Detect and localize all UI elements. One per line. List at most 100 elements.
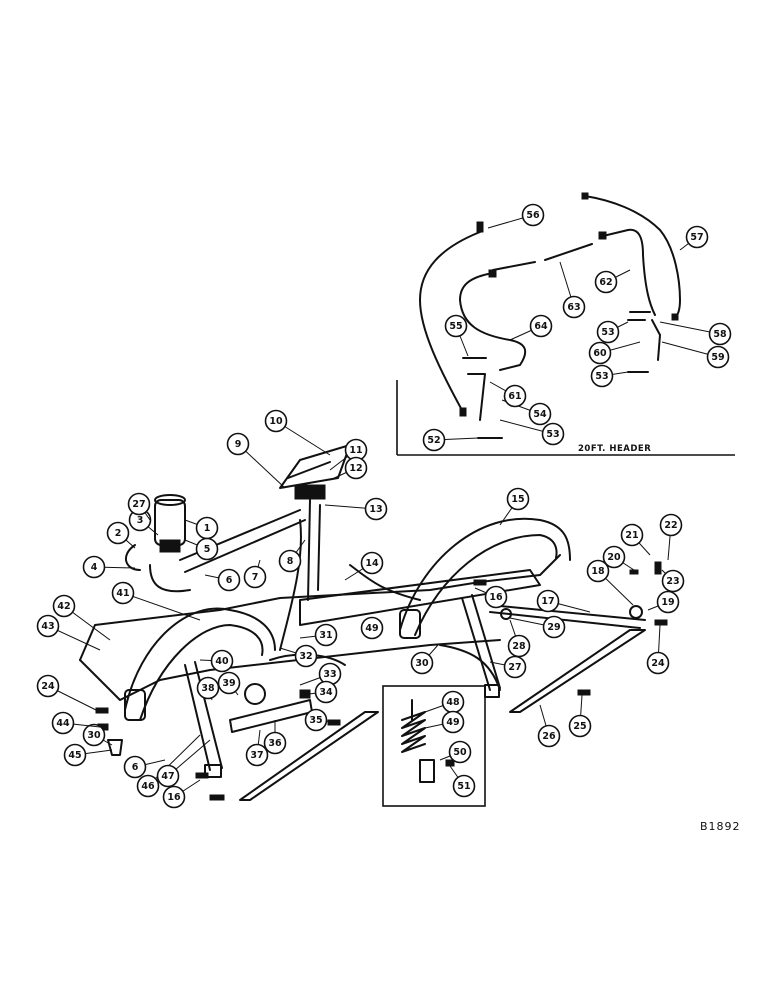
callout-number: 53 bbox=[601, 327, 614, 338]
callout-number: 56 bbox=[526, 210, 540, 221]
callout-8: 8 bbox=[278, 539, 306, 573]
lift-cylinders bbox=[184, 594, 501, 778]
callout-number: 23 bbox=[666, 576, 679, 587]
callout-circle bbox=[541, 422, 565, 446]
inset-frame-20ft-header bbox=[396, 380, 735, 456]
callout-number: 2 bbox=[115, 528, 122, 539]
callout-circle bbox=[127, 492, 151, 516]
callout-28: 28 bbox=[507, 619, 531, 658]
callout-circle bbox=[314, 623, 338, 647]
callout-44: 44 bbox=[51, 711, 101, 735]
callout-number: 41 bbox=[116, 588, 129, 599]
callout-number: 14 bbox=[365, 558, 379, 569]
callout-number: 19 bbox=[661, 597, 674, 608]
callout-13: 13 bbox=[324, 497, 388, 521]
callout-number: 51 bbox=[457, 781, 470, 792]
callout-circle bbox=[217, 671, 241, 695]
callout-number: 6 bbox=[132, 762, 139, 773]
callout-number: 42 bbox=[57, 601, 70, 612]
callout-circle bbox=[304, 708, 328, 732]
callout-circle bbox=[123, 755, 147, 779]
callout-number: 7 bbox=[252, 572, 259, 583]
callout-circle bbox=[36, 614, 60, 638]
callout-circle bbox=[503, 384, 527, 408]
callout-34: 34 bbox=[299, 680, 338, 704]
callout-53: 53 bbox=[596, 320, 629, 344]
callout-number: 55 bbox=[449, 321, 462, 332]
callout-32: 32 bbox=[279, 644, 318, 668]
reel-arm-right bbox=[399, 517, 571, 639]
callout-64: 64 bbox=[509, 314, 553, 341]
callout-number: 5 bbox=[204, 544, 211, 555]
callout-number: 30 bbox=[87, 730, 101, 741]
callout-5: 5 bbox=[184, 537, 219, 561]
callout-number: 48 bbox=[446, 697, 460, 708]
callout-circle bbox=[106, 521, 130, 545]
callout-circle bbox=[659, 513, 683, 537]
callout-40: 40 bbox=[199, 649, 234, 673]
callout-circle bbox=[82, 723, 106, 747]
callout-38: 38 bbox=[196, 676, 220, 701]
callout-number: 40 bbox=[215, 656, 229, 667]
callout-1: 1 bbox=[184, 516, 219, 540]
callout-42: 42 bbox=[52, 594, 111, 641]
callout-57: 57 bbox=[679, 225, 709, 251]
callout-23: 23 bbox=[661, 569, 685, 593]
callout-number: 29 bbox=[547, 622, 560, 633]
callout-number: 47 bbox=[161, 771, 174, 782]
callout-36: 36 bbox=[263, 720, 287, 755]
callout-43: 43 bbox=[36, 614, 101, 651]
callout-circle bbox=[360, 551, 384, 575]
callout-10: 10 bbox=[264, 409, 331, 456]
callout-number: 53 bbox=[595, 371, 608, 382]
callout-circle bbox=[52, 594, 76, 618]
callout-55: 55 bbox=[444, 314, 469, 357]
callout-37: 37 bbox=[245, 729, 269, 767]
callout-circle bbox=[243, 565, 267, 589]
callout-number: 11 bbox=[349, 445, 362, 456]
callout-number: 44 bbox=[56, 718, 70, 729]
reel-arm-left bbox=[124, 607, 276, 721]
callout-12: 12 bbox=[329, 456, 368, 481]
callout-circle bbox=[596, 320, 620, 344]
callout-circle bbox=[586, 559, 610, 583]
callout-number: 27 bbox=[132, 499, 145, 510]
callout-circle bbox=[444, 314, 468, 338]
callout-number: 12 bbox=[349, 463, 362, 474]
callout-circle bbox=[620, 523, 644, 547]
callout-58: 58 bbox=[659, 321, 732, 346]
callout-number: 60 bbox=[593, 348, 607, 359]
callout-number: 64 bbox=[534, 321, 548, 332]
leader-line bbox=[122, 592, 201, 621]
callout-48: 48 bbox=[424, 690, 465, 714]
callout-circle bbox=[51, 711, 75, 735]
callout-30: 30 bbox=[410, 644, 439, 675]
callout-61: 61 bbox=[489, 381, 527, 408]
callout-circle bbox=[364, 497, 388, 521]
callout-circle bbox=[452, 774, 476, 798]
callout-number: 9 bbox=[235, 439, 242, 450]
callout-number: 27 bbox=[508, 662, 521, 673]
callout-41: 41 bbox=[111, 581, 201, 621]
callout-35: 35 bbox=[304, 708, 334, 732]
cross-cylinder bbox=[229, 683, 313, 733]
callout-number: 31 bbox=[319, 630, 332, 641]
callout-number: 13 bbox=[369, 504, 382, 515]
callout-number: 22 bbox=[664, 520, 677, 531]
callout-circle bbox=[136, 774, 160, 798]
callout-number: 58 bbox=[713, 329, 727, 340]
callout-59: 59 bbox=[661, 341, 730, 369]
callout-circle bbox=[542, 615, 566, 639]
callout-39: 39 bbox=[217, 671, 241, 696]
callout-number: 1 bbox=[204, 523, 211, 534]
callout-circle bbox=[685, 225, 709, 249]
callout-4: 4 bbox=[82, 555, 136, 579]
callout-number: 54 bbox=[533, 409, 547, 420]
callout-14: 14 bbox=[344, 551, 384, 581]
callout-circle bbox=[656, 590, 680, 614]
callout-circle bbox=[264, 409, 288, 433]
callout-circle bbox=[217, 568, 241, 592]
callout-6: 6 bbox=[123, 755, 166, 779]
reel-lift-frame bbox=[79, 554, 561, 701]
